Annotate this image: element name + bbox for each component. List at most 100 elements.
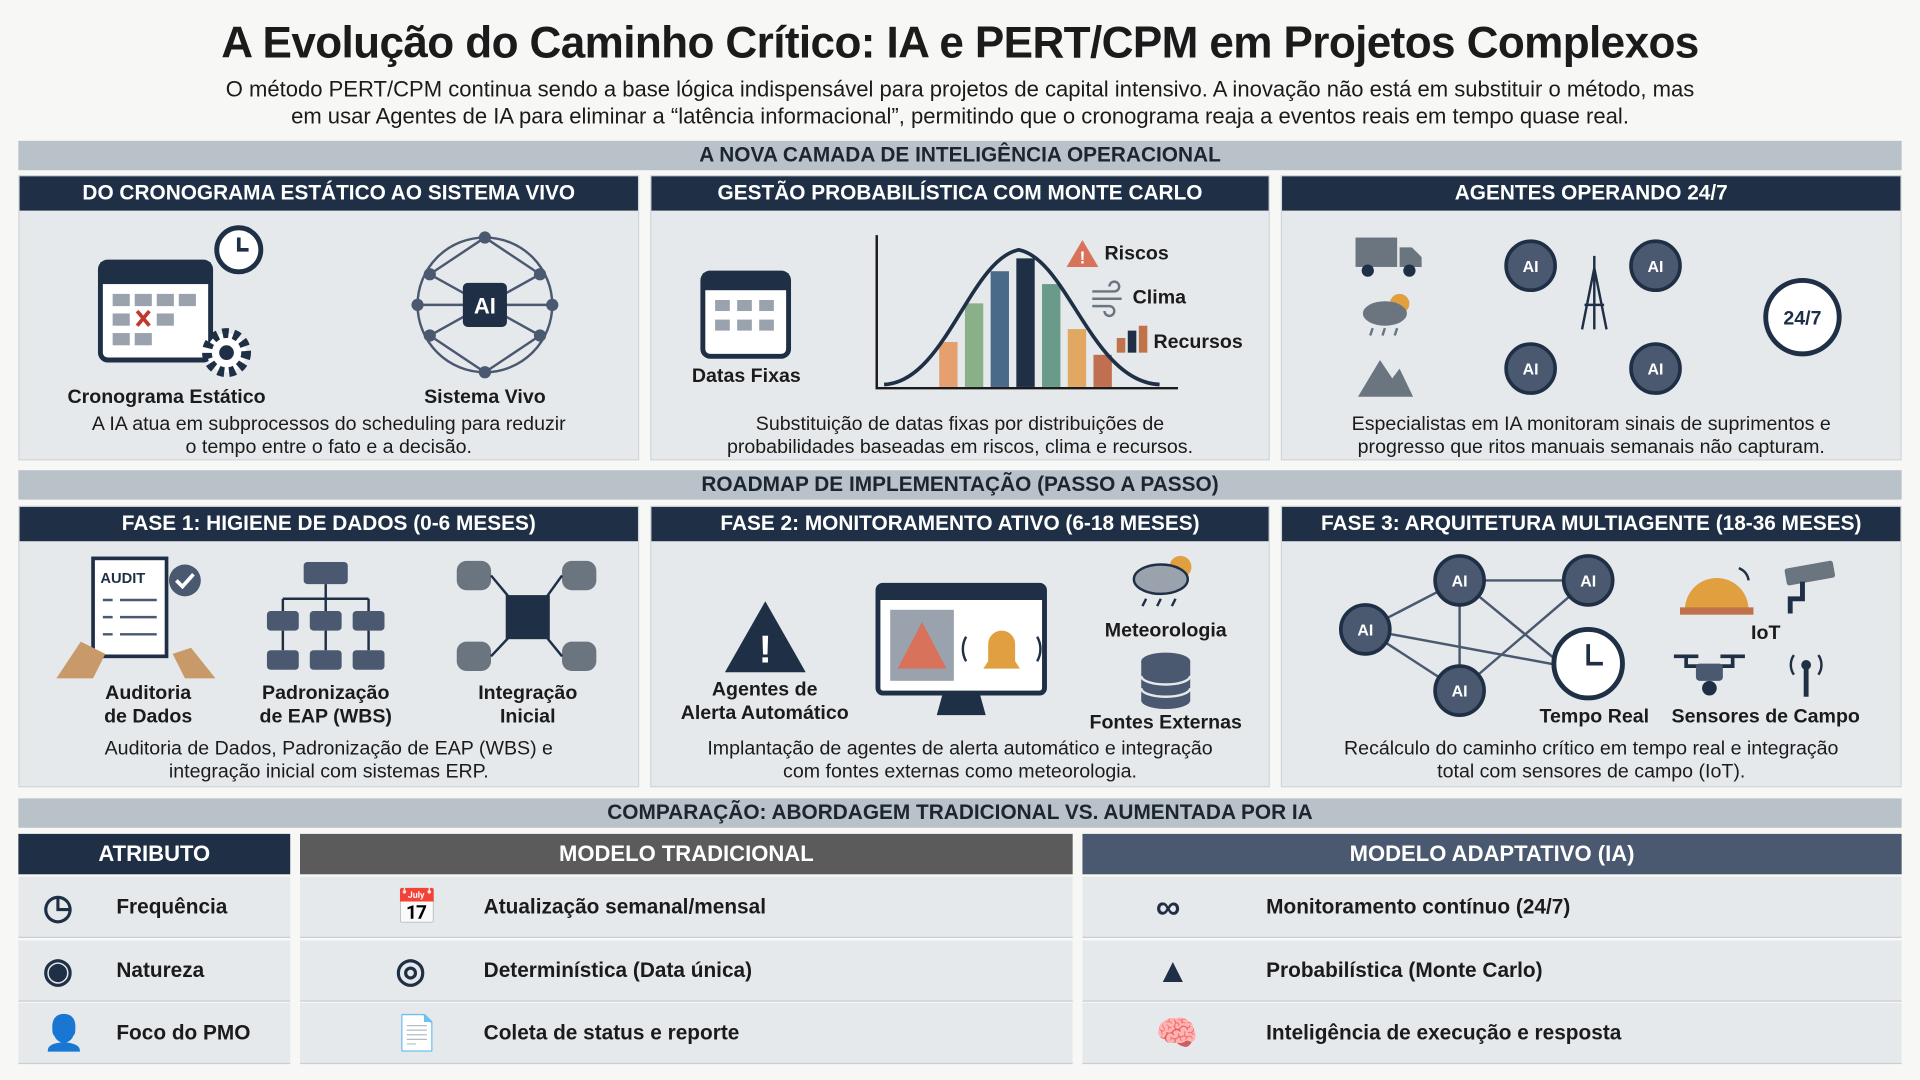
- phase-caption: Implantação de agentes de alerta automát…: [707, 738, 1213, 783]
- calendar-icon: 📅: [395, 887, 439, 926]
- ai-agent-icon: AI: [1561, 554, 1615, 607]
- table-row-adaptive: 🧠 Inteligência de execução e resposta: [1082, 1002, 1902, 1065]
- label-external-sources: Fontes Externas: [1089, 712, 1242, 734]
- adaptive-value: Inteligência de execução e resposta: [1266, 1021, 1622, 1045]
- bell-curve-icon: ▲: [1155, 950, 1190, 989]
- svg-text:AI: AI: [474, 293, 496, 318]
- traditional-value: Determinística (Data única): [483, 958, 753, 982]
- panel-caption: A IA atua em subprocessos do scheduling …: [91, 413, 566, 458]
- svg-text:AI: AI: [1357, 623, 1373, 640]
- wind-icon: [1092, 280, 1122, 318]
- ai-agent-icon: AI: [1433, 554, 1486, 607]
- column-header-attribute: ATRIBUTO: [18, 833, 291, 875]
- phase-title: FASE 3: ARQUITETURA MULTIAGENTE (18-36 M…: [1282, 506, 1901, 542]
- attribute-label: Frequência: [116, 895, 228, 919]
- label-static-schedule: Cronograma Estático: [67, 386, 266, 408]
- weather-icon: [1362, 293, 1410, 336]
- traditional-value: Coleta de status e reporte: [483, 1021, 740, 1045]
- ai-agent-icon: AI: [1338, 603, 1392, 656]
- continuous-loop-icon: ∞: [1155, 887, 1181, 926]
- audit-checklist-icon: AUDIT: [56, 556, 216, 679]
- label-resources: Recursos: [1153, 331, 1243, 353]
- audit-text: AUDIT: [100, 571, 145, 587]
- svg-text:AI: AI: [1523, 259, 1539, 276]
- adaptive-value: Monitoramento contínuo (24/7): [1266, 895, 1571, 919]
- section-header-comparison: COMPARAÇÃO: ABORDAGEM TRADICIONAL VS. AU…: [18, 798, 1902, 828]
- label-real-time: Tempo Real: [1539, 706, 1650, 728]
- brain-bulb-icon: 🧠: [1155, 1013, 1199, 1052]
- clock-icon: ◷: [42, 887, 73, 926]
- distribution-bar: [964, 303, 984, 387]
- traditional-value: Atualização semanal/mensal: [483, 895, 766, 919]
- ai-agents-network-icon: AI AI AI AI: [1504, 239, 1682, 395]
- distribution-bar: [1093, 354, 1112, 387]
- calendar-gear-icon: [97, 225, 264, 378]
- clock-247-text: 24/7: [1783, 307, 1821, 329]
- table-row-adaptive: ▲ Probabilística (Monte Carlo): [1082, 939, 1902, 1002]
- phase-title: FASE 2: MONITORAMENTO ATIVO (6-18 MESES): [651, 506, 1269, 542]
- panel-phase-1: FASE 1: HIGIENE DE DADOS (0-6 MESES) AUD…: [18, 505, 640, 788]
- database-icon: [1140, 652, 1192, 709]
- truck-icon: [1355, 237, 1422, 277]
- page-title: A Evolução do Caminho Crítico: IA e PERT…: [221, 17, 1699, 68]
- risk-warning-icon: !: [1066, 240, 1099, 267]
- panel-caption: Especialistas em IA monitoram sinais de …: [1351, 413, 1831, 458]
- panel-monte-carlo: GESTÃO PROBABILÍSTICA COM MONTE CARLO Da…: [650, 175, 1270, 461]
- subtitle: O método PERT/CPM continua sendo a base …: [225, 77, 1695, 129]
- mountain-icon: [1357, 360, 1414, 397]
- calendar-icon: [700, 270, 792, 359]
- phase-caption: Recálculo do caminho crítico em tempo re…: [1344, 738, 1839, 783]
- distribution-bar: [1042, 284, 1061, 387]
- clock-247-icon: 24/7: [1763, 277, 1842, 357]
- signal-sensor-icon: [1789, 654, 1823, 697]
- distribution-bar: [1016, 258, 1035, 387]
- drone-icon: [1673, 654, 1745, 696]
- security-camera-icon: [1784, 560, 1836, 614]
- label-climate: Clima: [1132, 287, 1187, 309]
- hard-hat-icon: [1680, 567, 1754, 615]
- attribute-label: Natureza: [116, 958, 205, 982]
- svg-text:AI: AI: [1523, 362, 1539, 379]
- multiagent-network-icon: AI AI AI AI: [1338, 554, 1625, 717]
- ai-agent-icon: AI: [1629, 342, 1682, 395]
- label-risks: Riscos: [1104, 243, 1169, 265]
- table-row-attribute: ◷ Frequência: [18, 876, 291, 938]
- svg-text:!: !: [1080, 247, 1086, 267]
- svg-text:AI: AI: [1452, 684, 1468, 701]
- attribute-label: Foco do PMO: [116, 1021, 251, 1045]
- monitor-alert-icon: [875, 582, 1047, 716]
- panel-title: AGENTES OPERANDO 24/7: [1282, 176, 1901, 211]
- svg-text:AI: AI: [1580, 574, 1596, 591]
- person-laptop-icon: 👤: [42, 1013, 86, 1052]
- table-row-traditional: 📄Coleta de status e reporte: [300, 1002, 1073, 1065]
- phase-caption: Auditoria de Dados, Padronização de EAP …: [104, 738, 553, 783]
- panel-title: GESTÃO PROBABILÍSTICA COM MONTE CARLO: [651, 176, 1269, 211]
- adaptive-value: Probabilística (Monte Carlo): [1266, 958, 1543, 982]
- network-ai-icon: AI: [411, 231, 559, 379]
- target-icon: ◎: [395, 950, 426, 989]
- table-row-adaptive: ∞ Monitoramento contínuo (24/7): [1082, 876, 1902, 938]
- svg-text:AI: AI: [1452, 574, 1468, 591]
- phase-title: FASE 1: HIGIENE DE DADOS (0-6 MESES): [19, 506, 638, 542]
- monte-carlo-distribution-chart: [875, 235, 1178, 390]
- resources-icon: [1116, 325, 1148, 353]
- table-row-attribute: 👤 Foco do PMO: [18, 1002, 291, 1065]
- label-meteorology: Meteorologia: [1104, 620, 1227, 642]
- label-live-system: Sistema Vivo: [424, 386, 546, 408]
- wbs-hierarchy-icon: [266, 562, 385, 670]
- panel-title: DO CRONOGRAMA ESTÁTICO AO SISTEMA VIVO: [19, 176, 638, 211]
- weather-icon: [1132, 555, 1192, 607]
- distribution-bar: [1067, 329, 1087, 387]
- ai-agent-icon: AI: [1629, 239, 1682, 293]
- ai-agent-icon: AI: [1433, 664, 1486, 717]
- label-fixed-dates: Datas Fixas: [691, 366, 801, 387]
- column-header-adaptive: MODELO ADAPTATIVO (IA): [1082, 833, 1902, 875]
- table-row-traditional: ◎ Determinística (Data única): [300, 939, 1073, 1002]
- ai-agent-icon: AI: [1504, 342, 1557, 395]
- section-header-operational: A NOVA CAMADA DE INTELIGÊNCIA OPERACIONA…: [18, 140, 1902, 171]
- table-row-traditional: 📅 Atualização semanal/mensal: [300, 876, 1073, 938]
